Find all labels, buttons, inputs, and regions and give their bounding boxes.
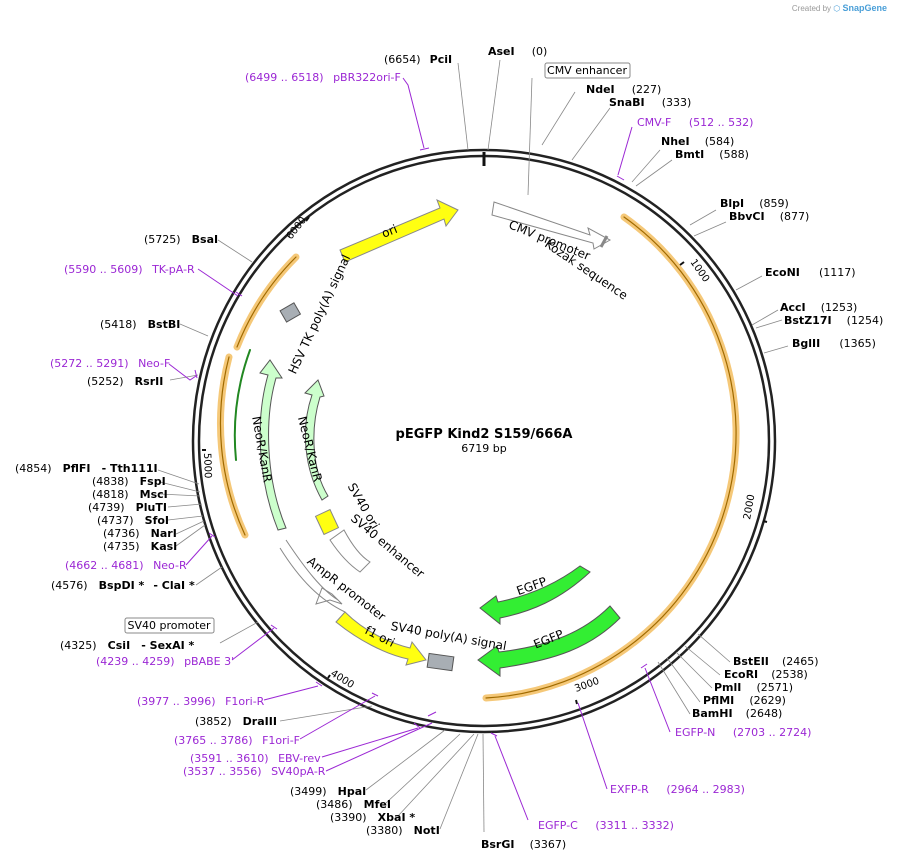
snapgene-credit: Created by ⬡ SnapGene (792, 3, 887, 13)
feature-sv40-polya-box (426, 652, 455, 672)
site-label-csii: (4325) CsiI - SexAI * (60, 634, 195, 653)
orf-arcs (216, 213, 740, 702)
site-label-fspi: (4838) FspI (92, 470, 166, 489)
feature-hsv-tk-polya-box (279, 302, 302, 323)
tick-label-5000: 5000 (201, 453, 213, 479)
primer-label-pbr322ori-f: (6499 .. 6518) pBR322ori-F (245, 71, 401, 84)
tick-marks (202, 216, 768, 705)
primer-label-egfp-c: EGFP-C (3311 .. 3332) (538, 819, 674, 832)
site-label-mfei: (3486) MfeI (316, 793, 391, 812)
orf-arc-c (233, 349, 251, 461)
feature-label-neor-inner: NeoR/KanR (295, 415, 325, 483)
site-label-snabi: SnaBI (333) (609, 91, 691, 110)
site-label-draiii: (3852) DraIII (195, 710, 277, 729)
feature-sv40-arc-inner (285, 539, 339, 601)
site-leaders (157, 59, 789, 833)
tick-label-6000: 6000 (285, 215, 309, 242)
primer-label-exfp-r: EXFP-R (2964 .. 2983) (610, 783, 745, 796)
primer-label-pbabe3: (4239 .. 4259) pBABE 3' (96, 655, 234, 668)
snapgene-logo-icon: ⬡ (833, 4, 841, 13)
plasmid-title: pEGFP Kind2 S159/666A (396, 427, 573, 442)
orf-arc-b-core (236, 256, 297, 348)
site-labels: (6654) PciI AseI (0) NdeI (227) SnaBI (3… (15, 40, 883, 852)
feature-egfp-arrow-2 (477, 605, 621, 677)
box-cmv-enhancer: CMV enhancer (544, 62, 631, 79)
primer-label-sv40pa-r: (3537 .. 3556) SV40pA-R (183, 765, 326, 778)
site-label-econi: EcoNI (1117) (765, 261, 856, 280)
site-label-bsteii: BstEII (2465) (733, 650, 819, 669)
feature-label-ori: ori (380, 222, 400, 241)
orf-arc-a (216, 353, 249, 539)
primer-leaders (168, 77, 671, 821)
feature-egfp-arrow-1 (479, 565, 591, 626)
primer-label-egfp-n: EGFP-N (2703 .. 2724) (675, 726, 811, 739)
site-label-pflfi: (4854) PflFI - Tth111I (15, 457, 158, 476)
feature-f1-ori-arrow (335, 611, 427, 666)
site-label-hpai: (3499) HpaI (290, 780, 366, 799)
orf-arc-main-core (485, 216, 737, 699)
box-cmv-enhancer-label: CMV enhancer (547, 64, 627, 77)
box-sv40-promoter: SV40 promoter (124, 617, 215, 634)
site-label-acci: AccI (1253) (780, 296, 857, 315)
feature-label-neor-outer: NeoR/KanR (249, 415, 274, 483)
primer-label-f1ori-f: (3765 .. 3786) F1ori-F (174, 734, 300, 747)
feature-sv40-enhancer-arrow (329, 529, 371, 573)
site-label-bglii: BglII (1365) (792, 332, 876, 351)
site-label-bstbi: (5418) BstBI (100, 313, 180, 332)
feature-neor-arrow-outer (259, 359, 287, 531)
site-label-pmli: PmlI (2571) (714, 676, 793, 695)
site-label-nari: (4736) NarI (103, 522, 177, 541)
site-label-rsrii: (5252) RsrII (87, 370, 163, 389)
site-label-noti: (3380) NotI (366, 819, 440, 838)
site-label-bspdi: (4576) BspDI * - ClaI * (51, 574, 195, 593)
site-label-sfoi: (4737) SfoI (97, 509, 169, 528)
site-label-bmti: BmtI (588) (675, 143, 749, 162)
primer-label-ebv-rev: (3591 .. 3610) EBV-rev (190, 752, 321, 765)
primer-label-cmv-f: CMV-F (512 .. 532) (637, 116, 753, 129)
credit-brand: SnapGene (842, 3, 887, 13)
orf-arc-b (233, 253, 300, 351)
primer-label-f1ori-r: (3977 .. 3996) F1ori-R (137, 695, 265, 708)
tick-label-2000: 2000 (742, 494, 757, 521)
primer-label-neo-r: (4662 .. 4681) Neo-R (65, 559, 187, 572)
feature-sv40-ori-box (314, 508, 340, 536)
orf-arc-a-core (219, 356, 246, 536)
site-label-xbai: (3390) XbaI * (330, 806, 415, 825)
site-label-kasi: (4735) KasI (103, 535, 177, 554)
box-sv40-promoter-label: SV40 promoter (127, 619, 211, 632)
features (259, 199, 621, 677)
site-label-blpi: BlpI (859) (720, 192, 789, 211)
site-label-bstz17i: BstZ17I (1254) (784, 309, 883, 328)
site-label-bsai: (5725) BsaI (144, 228, 218, 247)
credit-prefix: Created by (791, 4, 832, 13)
site-label-nhei: NheI (584) (661, 130, 734, 149)
site-label-bsrgi: BsrGI (3367) (481, 833, 566, 852)
primer-label-tk-pa-r: (5590 .. 5609) TK-pA-R (64, 263, 195, 276)
site-label-ecori: EcoRI (2538) (724, 663, 808, 682)
site-label-bamhi: BamHI (2648) (692, 702, 782, 721)
site-label-pcii: (6654) PciI (384, 48, 452, 67)
site-label-ndei: NdeI (227) (586, 78, 661, 97)
site-label-msci: (4818) MscI (92, 483, 168, 502)
plasmid-size: 6719 bp (461, 442, 506, 455)
feature-sv40-arc-outer (279, 547, 346, 613)
site-label-bbvci: BbvCI (877) (729, 205, 809, 224)
primer-label-neo-f: (5272 .. 5291) Neo-F (50, 357, 170, 370)
feature-neor-arrow-inner (304, 379, 329, 501)
site-label-pflmi: PflMI (2629) (703, 689, 786, 708)
feature-ori-arrow (339, 199, 459, 263)
primer-labels: (6499 .. 6518) pBR322ori-F CMV-F (512 ..… (50, 71, 811, 832)
feature-kozak-mark (599, 235, 609, 248)
site-label-asei: AseI (0) (488, 40, 547, 59)
site-label-pluti: (4739) PluTI (88, 496, 167, 515)
